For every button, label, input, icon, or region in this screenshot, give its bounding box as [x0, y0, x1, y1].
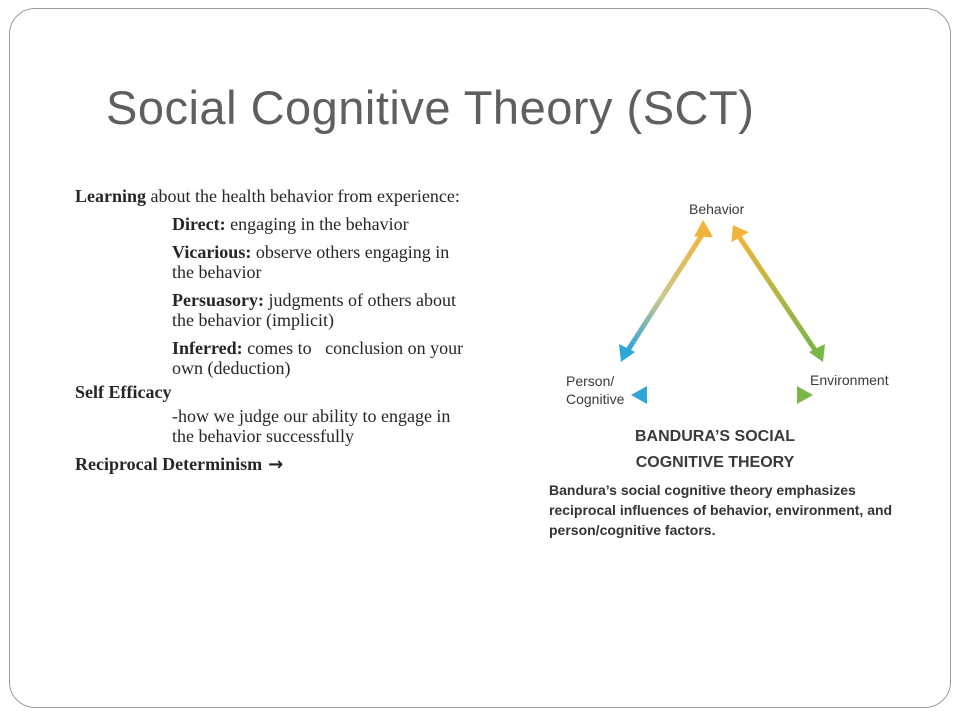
text-learning: about the health behavior from experienc…	[146, 186, 460, 206]
item-learning: Learning about the health behavior from …	[75, 186, 470, 206]
term-learning: Learning	[75, 186, 147, 206]
text-self-efficacy-desc: -how we judge our ability to engage in t…	[172, 406, 451, 446]
item-vicarious: Vicarious: observe others engaging in th…	[75, 242, 470, 282]
term-vicarious: Vicarious:	[172, 242, 252, 262]
text-inferred: comes to conclusion on your own (deducti…	[172, 338, 468, 378]
term-direct: Direct:	[172, 214, 226, 234]
item-reciprocal: Reciprocal Determinism→	[75, 454, 470, 475]
bandura-triangle-figure: Behavior Person/ Cognitive Environment B…	[545, 192, 915, 562]
figure-caption: Bandura’s social cognitive theory emphas…	[549, 482, 893, 538]
slide-frame	[9, 8, 951, 708]
item-inferred: Inferred: comes to conclusion on your ow…	[75, 338, 470, 378]
arrow-behavior-environment	[731, 225, 825, 362]
label-person-line1: Person/	[566, 373, 615, 389]
label-person-cognitive: Person/ Cognitive	[566, 372, 624, 408]
triangle-arrows	[619, 219, 825, 404]
label-environment: Environment	[810, 372, 889, 388]
item-self-efficacy: Self Efficacy	[75, 382, 470, 402]
figure-heading: BANDURA’S SOCIAL COGNITIVE THEORY	[545, 424, 885, 476]
bullet-content: Learning about the health behavior from …	[75, 186, 470, 483]
text-direct: engaging in the behavior	[225, 214, 409, 234]
text-persuasory: judgments of others about the behavior (…	[172, 290, 456, 330]
arrow-person-environment	[631, 386, 813, 404]
item-persuasory: Persuasory: judgments of others about th…	[75, 290, 470, 330]
label-behavior: Behavior	[689, 201, 745, 217]
term-persuasory: Persuasory:	[172, 290, 264, 310]
term-self-efficacy: Self Efficacy	[75, 382, 172, 402]
arrow-behavior-person	[619, 219, 714, 362]
item-self-efficacy-desc: -how we judge our ability to engage in t…	[75, 406, 470, 446]
figure-heading-line1: BANDURA’S SOCIAL	[634, 428, 795, 445]
label-person-line2: Cognitive	[566, 391, 625, 407]
arrow-right-icon: →	[268, 454, 284, 475]
term-reciprocal: Reciprocal Determinism	[75, 454, 263, 474]
text-vicarious: observe others engaging in the behavior	[172, 242, 450, 282]
item-direct: Direct: engaging in the behavior	[75, 214, 470, 234]
slide-title: Social Cognitive Theory (SCT)	[106, 81, 755, 134]
term-inferred: Inferred:	[172, 338, 243, 358]
figure-heading-line2: COGNITIVE THEORY	[635, 454, 795, 471]
